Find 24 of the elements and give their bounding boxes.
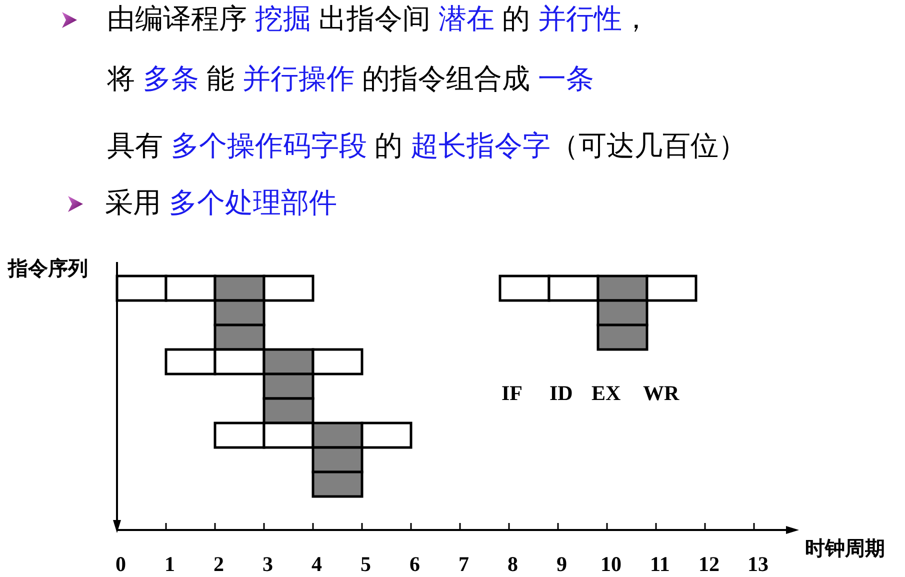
bullet-text: 将 多条 能 并行操作 的指令组合成 一条 — [107, 64, 594, 95]
tick-label: 11 — [650, 553, 670, 576]
tick-label: 4 — [312, 553, 322, 576]
tick-label: 1 — [164, 553, 175, 576]
tick-label: 9 — [556, 553, 567, 576]
tick-label: 10 — [600, 553, 622, 576]
stage-label: EX — [592, 382, 621, 406]
tick-label: 2 — [214, 553, 224, 576]
axis-title: 时钟周期 — [805, 538, 885, 560]
tick-label: 13 — [748, 553, 768, 576]
tick-label: 5 — [360, 553, 371, 576]
bullet-text: 采用 多个处理部件 — [105, 188, 337, 219]
tick-label: 3 — [262, 553, 273, 576]
tick-label: 7 — [458, 553, 469, 576]
stage-label: WR — [643, 382, 680, 406]
bullet-text: 具有 多个操作码字段 的 超长指令字（可达几百位） — [107, 131, 746, 162]
axis-title: 指令序列 — [8, 258, 88, 280]
tick-label: 6 — [410, 553, 420, 576]
bullet-text: 由编译程序 挖掘 出指令间 潜在 的 并行性， — [107, 4, 650, 35]
stage-label: ID — [550, 382, 573, 406]
tick-label: 0 — [116, 553, 126, 576]
tick-label: 8 — [508, 553, 518, 576]
stage-label: IF — [502, 382, 522, 406]
tick-label: 12 — [698, 553, 720, 576]
